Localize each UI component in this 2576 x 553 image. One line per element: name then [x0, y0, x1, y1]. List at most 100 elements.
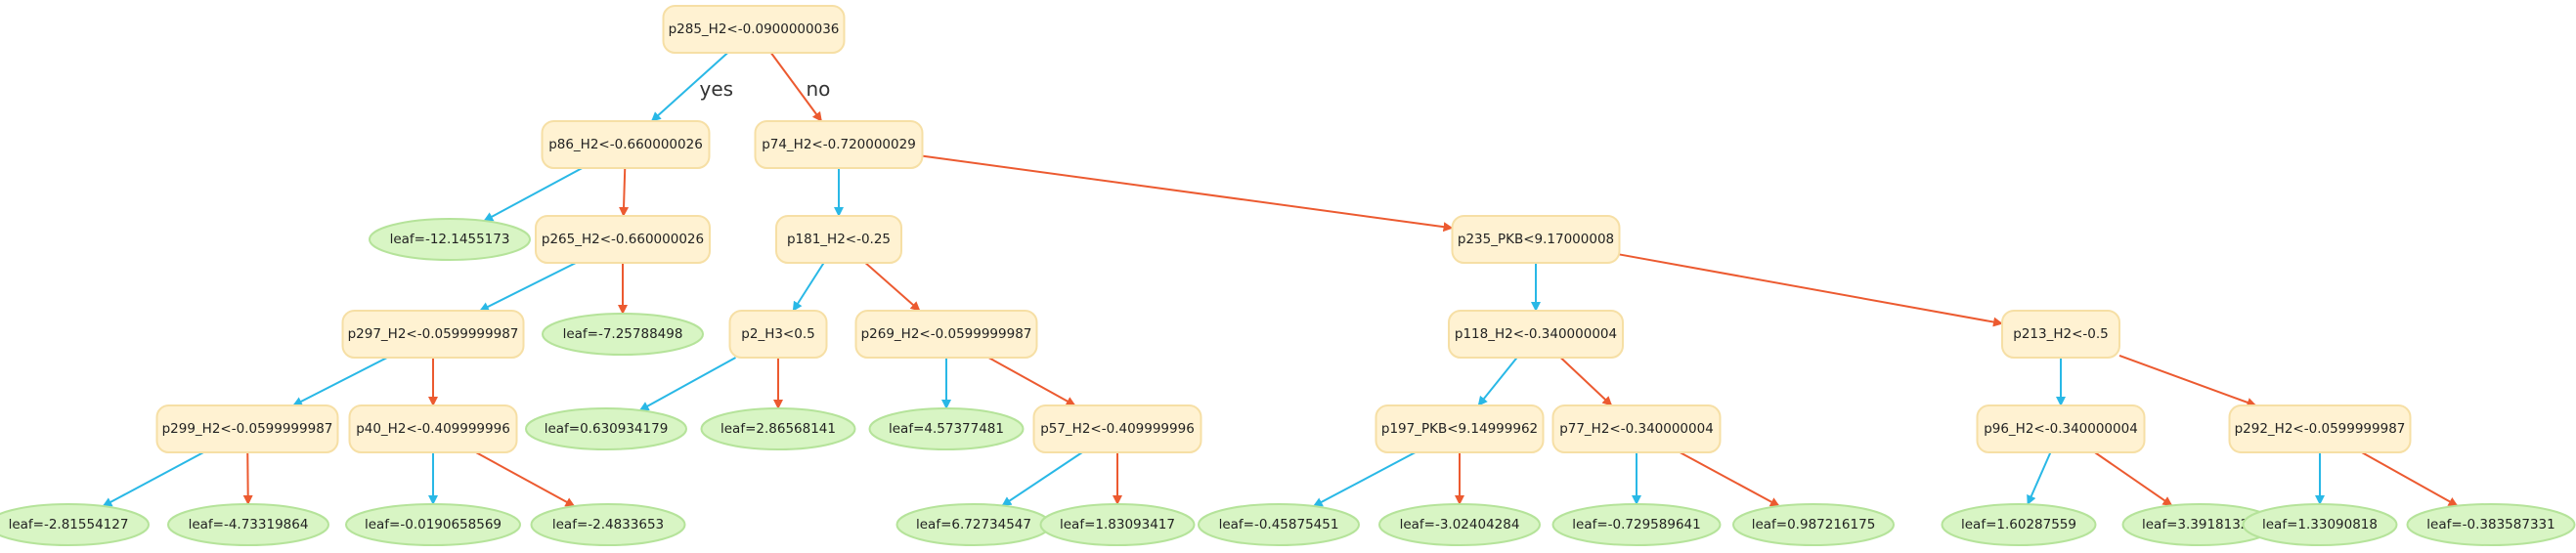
leaf-node-ellipse — [1732, 503, 1895, 546]
leaf-node: leaf=-12.1455173 — [369, 218, 531, 261]
split-node-box — [1451, 215, 1621, 264]
leaf-node-ellipse — [1198, 503, 1360, 546]
leaf-node: leaf=-2.81554127 — [0, 503, 150, 546]
leaf-node: leaf=-7.25788498 — [542, 313, 704, 356]
leaf-node: leaf=-0.45875451 — [1198, 503, 1360, 546]
no-edge-arrow — [619, 167, 630, 217]
split-node: p40_H2<-0.409999996 — [348, 404, 518, 453]
split-node-box — [728, 310, 828, 359]
split-node-box — [1551, 404, 1722, 453]
leaf-value-label: leaf=0.987216175 — [1752, 517, 1876, 532]
no-edge-arrow — [475, 451, 576, 508]
yes-edge-arrow — [638, 357, 736, 411]
leaf-node-ellipse — [0, 503, 150, 546]
leaf-value-label: leaf=-4.73319864 — [189, 517, 309, 532]
leaf-node-ellipse — [1551, 503, 1722, 546]
split-condition-label: p292_H2<-0.0599999987 — [2235, 421, 2406, 437]
no-edge-arrow — [987, 357, 1076, 406]
leaf-node: leaf=4.57377481 — [868, 407, 1025, 450]
leaf-node-ellipse — [530, 503, 686, 546]
no-edge-arrow — [1619, 253, 2003, 327]
leaf-node-ellipse — [167, 503, 329, 546]
leaf-value-label: leaf=1.60287559 — [1961, 517, 2076, 532]
leaf-node-ellipse — [542, 313, 704, 356]
edge-label-yes: yes — [700, 77, 734, 101]
split-node: p265_H2<-0.660000026 — [535, 215, 711, 264]
split-condition-label: p77_H2<-0.340000004 — [1559, 421, 1714, 437]
leaf-value-label: leaf=-3.02404284 — [1400, 517, 1520, 532]
split-node-box — [775, 215, 902, 264]
edges-layer: yes no — [102, 52, 2459, 508]
split-condition-label: p299_H2<-0.0599999987 — [162, 421, 333, 437]
split-condition-label: p197_PKB<9.14999962 — [1381, 421, 1538, 437]
split-condition-label: p181_H2<-0.25 — [787, 232, 891, 247]
yes-edge-arrow — [102, 451, 204, 507]
leaf-node-ellipse — [345, 503, 521, 546]
leaf-node: leaf=6.72734547 — [895, 503, 1052, 546]
edge-label-no: no — [807, 77, 831, 101]
split-node: p96_H2<-0.340000004 — [1976, 404, 2146, 453]
split-node-box — [754, 120, 924, 169]
leaf-value-label: leaf=-7.25788498 — [563, 326, 683, 342]
split-condition-label: p57_H2<-0.409999996 — [1040, 421, 1195, 437]
leaf-node: leaf=0.630934179 — [525, 407, 687, 450]
leaf-value-label: leaf=1.83093417 — [1060, 517, 1175, 532]
leaf-node: leaf=0.987216175 — [1732, 503, 1895, 546]
split-condition-label: p118_H2<-0.340000004 — [1455, 326, 1617, 342]
nodes-layer: p285_H2<-0.0900000036 p86_H2<-0.660000026… — [0, 5, 2576, 546]
leaf-node: leaf=-4.73319864 — [167, 503, 329, 546]
split-node: p77_H2<-0.340000004 — [1551, 404, 1722, 453]
leaf-node-ellipse — [525, 407, 687, 450]
split-node-box — [1375, 404, 1545, 453]
split-condition-label: p40_H2<-0.409999996 — [356, 421, 510, 437]
split-node-box — [341, 310, 525, 359]
leaf-node: leaf=1.60287559 — [1941, 503, 2097, 546]
split-node: p292_H2<-0.0599999987 — [2228, 404, 2412, 453]
split-condition-label: p213_H2<-0.5 — [2013, 326, 2108, 342]
split-node-box — [1032, 404, 1202, 453]
no-edge-arrow — [2118, 355, 2257, 407]
no-edge-arrow — [922, 154, 1454, 233]
no-edge-arrow — [242, 451, 253, 506]
no-edge-arrow — [2094, 451, 2173, 507]
split-node-box — [662, 5, 846, 54]
split-condition-label: p86_H2<-0.660000026 — [548, 137, 703, 152]
leaf-value-label: leaf=-2.4833653 — [552, 517, 664, 532]
split-condition-label: p285_H2<-0.0900000036 — [669, 21, 840, 37]
yes-edge-arrow — [483, 167, 583, 222]
split-node: p57_H2<-0.409999996 — [1032, 404, 1202, 453]
leaf-node: leaf=2.86568141 — [700, 407, 856, 450]
leaf-value-label: leaf=-0.729589641 — [1572, 517, 1700, 532]
leaf-node-ellipse — [868, 407, 1025, 450]
leaf-node-ellipse — [1378, 503, 1541, 546]
no-edge-arrow — [2361, 451, 2459, 507]
no-edge-arrow — [769, 52, 823, 122]
leaf-value-label: leaf=4.57377481 — [889, 421, 1004, 437]
split-condition-label: p74_H2<-0.720000029 — [762, 137, 916, 152]
yes-edge-arrow — [1312, 451, 1417, 507]
leaf-value-label: leaf=2.86568141 — [720, 421, 836, 437]
leaf-value-label: leaf=-0.383587331 — [2426, 517, 2554, 532]
leaf-node-ellipse — [369, 218, 531, 261]
split-node-box — [155, 404, 339, 453]
leaf-node: leaf=-3.02404284 — [1378, 503, 1541, 546]
leaf-node: leaf=-0.729589641 — [1551, 503, 1722, 546]
yes-edge-arrow — [292, 357, 388, 406]
split-node: p181_H2<-0.25 — [775, 215, 902, 264]
leaf-node: leaf=1.83093417 — [1039, 503, 1196, 546]
leaf-value-label: leaf=1.33090818 — [2262, 517, 2378, 532]
leaf-node-ellipse — [2242, 503, 2398, 546]
leaf-node: leaf=-0.0190658569 — [345, 503, 521, 546]
split-condition-label: p297_H2<-0.0599999987 — [348, 326, 519, 342]
yes-edge-arrow — [650, 52, 729, 122]
split-node: p74_H2<-0.720000029 — [754, 120, 924, 169]
split-condition-label: p265_H2<-0.660000026 — [542, 232, 704, 247]
leaf-node-ellipse — [2406, 503, 2576, 546]
split-condition-label: p2_H3<0.5 — [741, 326, 814, 342]
split-node: p2_H3<0.5 — [728, 310, 828, 359]
split-condition-label: p96_H2<-0.340000004 — [1984, 421, 2138, 437]
yes-edge-arrow — [2027, 451, 2052, 506]
yes-edge-arrow — [479, 262, 577, 312]
yes-edge-arrow — [1477, 357, 1518, 406]
